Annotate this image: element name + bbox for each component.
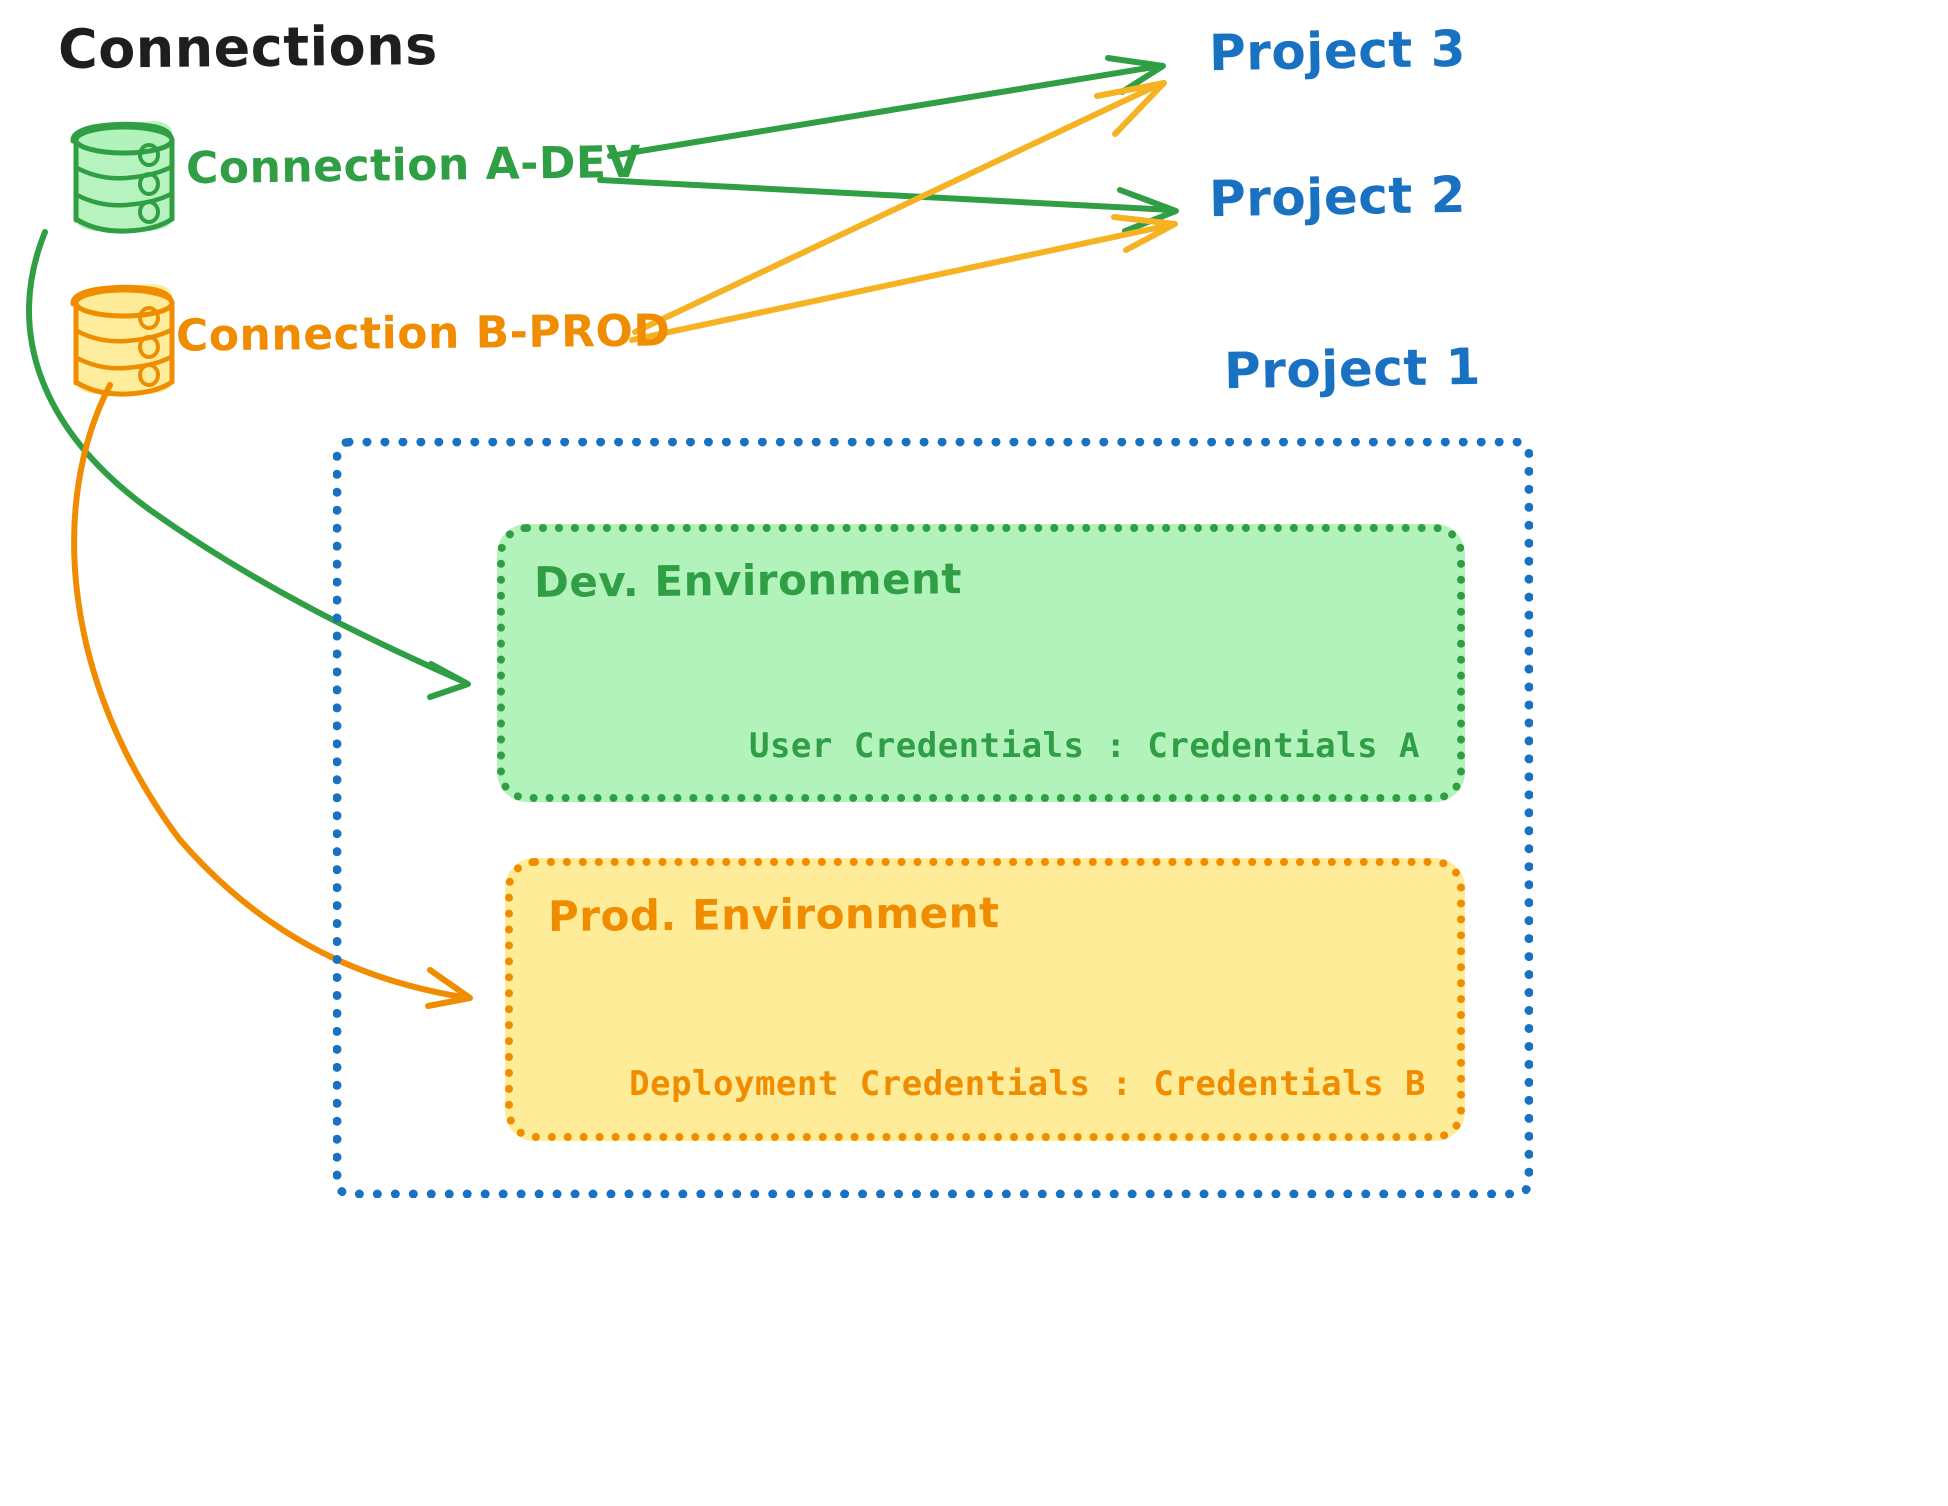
database-cylinder-icon-b-prod[interactable] bbox=[70, 284, 175, 397]
arrow-a-dev-to-project-2 bbox=[597, 177, 1179, 234]
project-1-boundary bbox=[333, 438, 1533, 1198]
arrow-a-dev-to-project-3 bbox=[607, 55, 1166, 159]
arrow-b-prod-to-project-3 bbox=[632, 80, 1167, 335]
dev-environment-box[interactable] bbox=[497, 524, 1465, 802]
arrow-b-prod-to-prod-environment bbox=[71, 382, 473, 1009]
arrow-b-prod-to-project-2 bbox=[629, 214, 1178, 343]
database-cylinder-icon-a-dev[interactable] bbox=[70, 121, 175, 234]
prod-environment-box[interactable] bbox=[505, 858, 1465, 1141]
arrow-a-dev-to-dev-environment bbox=[26, 229, 471, 700]
